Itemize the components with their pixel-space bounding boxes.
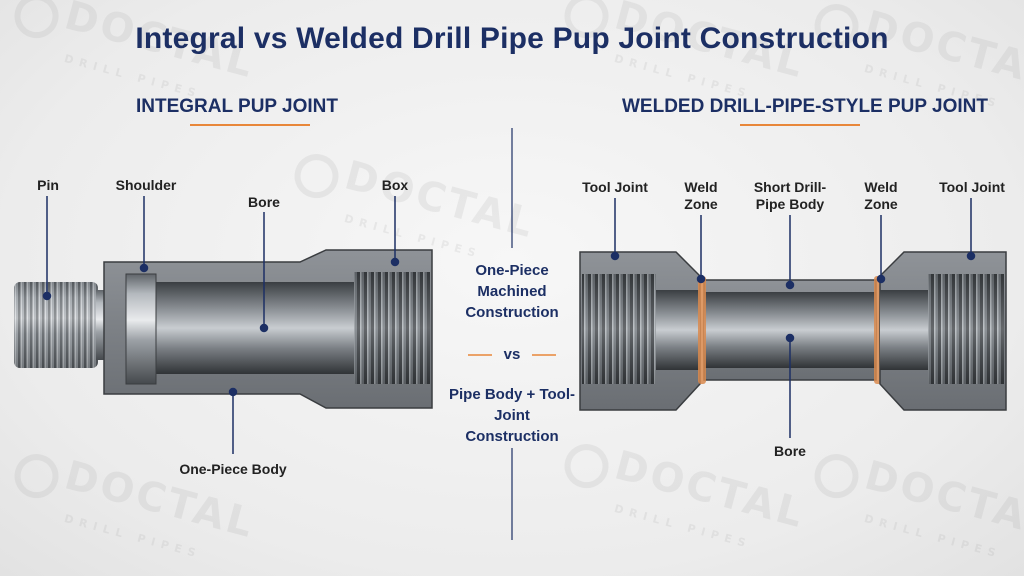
short-body-pointer-dot bbox=[785, 280, 795, 290]
tool-joint-left-label: Tool Joint bbox=[582, 179, 648, 195]
integral-bore bbox=[150, 282, 356, 374]
pipe-body-tool-joint-text: Pipe Body + Tool-Joint Construction bbox=[449, 386, 575, 445]
one-piece-body-label: One-Piece Body bbox=[179, 461, 287, 477]
welded-section-title: WELDED DRILL-PIPE-STYLE PUP JOINT bbox=[622, 96, 988, 117]
tool-joint-right-label: Tool Joint bbox=[939, 179, 1005, 195]
integral-bore-pointer-dot bbox=[259, 323, 269, 333]
left-tool-joint-shade bbox=[582, 274, 656, 384]
box-pointer-dot bbox=[390, 257, 400, 267]
integral-bore-label: Bore bbox=[248, 194, 280, 210]
short-body-label: Short Drill-Pipe Body bbox=[753, 179, 827, 212]
weld-zone-right-pointer-dot bbox=[876, 274, 886, 284]
right-tool-joint-shade bbox=[928, 274, 1004, 384]
integral-box-shade bbox=[354, 272, 430, 384]
vs-text: vs bbox=[503, 346, 521, 363]
welded-pup-joint-drawing bbox=[579, 251, 1007, 411]
one-piece-body-pointer-dot bbox=[228, 387, 238, 397]
tool-joint-right-pointer-dot bbox=[966, 251, 976, 261]
left-tool-joint-bore bbox=[656, 290, 700, 370]
integral-section-title: INTEGRAL PUP JOINT bbox=[136, 96, 338, 117]
pin-shade bbox=[14, 282, 98, 368]
integral-pup-joint-drawing bbox=[14, 249, 433, 409]
shoulder-pointer-dot bbox=[139, 263, 149, 273]
welded-bore-pointer-dot bbox=[785, 333, 795, 343]
weld-zone-left-label: Weld Zone bbox=[684, 179, 718, 212]
page-title: Integral vs Welded Drill Pipe Pup Joint … bbox=[135, 22, 889, 55]
one-piece-text: One-Piece Machined Construction bbox=[465, 262, 559, 321]
right-tool-joint-bore bbox=[880, 290, 930, 370]
tool-joint-left-pointer-dot bbox=[610, 251, 620, 261]
weld-zone-left-band bbox=[698, 276, 706, 384]
integral-shoulder-face bbox=[125, 273, 157, 385]
welded-bore-label: Bore bbox=[774, 443, 806, 459]
weld-zone-left-pointer-dot bbox=[696, 274, 706, 284]
pin-pointer-dot bbox=[42, 291, 52, 301]
welded-title-underline bbox=[740, 124, 860, 126]
weld-zone-right-label: Weld Zone bbox=[864, 179, 898, 212]
pin-label: Pin bbox=[37, 177, 59, 193]
box-label: Box bbox=[381, 177, 409, 193]
shoulder-label: Shoulder bbox=[115, 177, 177, 193]
integral-title-underline bbox=[190, 124, 310, 126]
